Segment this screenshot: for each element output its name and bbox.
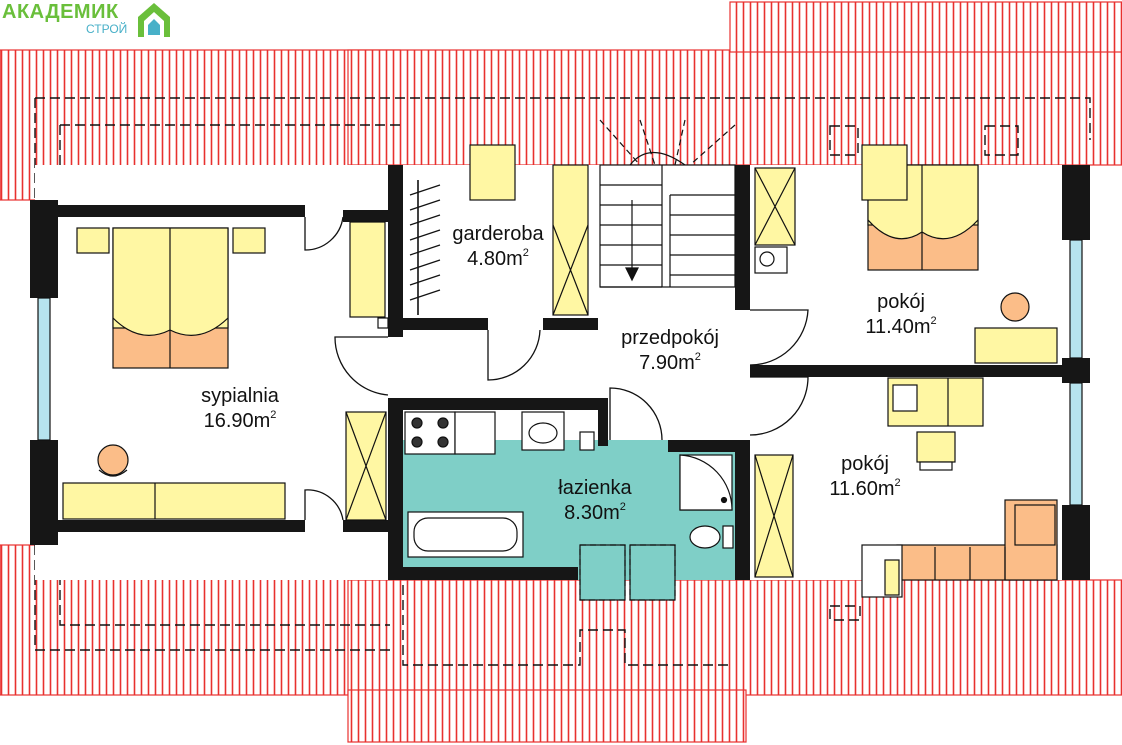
room-label-lazienka: łazienka 8.30m2 xyxy=(520,476,670,526)
room-area: 11.60m2 xyxy=(829,477,901,501)
room-label-pokoj-2: pokój 11.60m2 xyxy=(790,452,940,502)
room-area: 4.80m2 xyxy=(467,247,529,271)
brand-name: АКАДЕМИК xyxy=(2,1,119,23)
room-name: pokój xyxy=(877,291,925,313)
room-name: garderoba xyxy=(452,223,544,245)
house-logo-icon xyxy=(138,3,170,37)
room-name: przedpokój xyxy=(621,327,719,349)
walls xyxy=(30,165,1090,580)
doors xyxy=(304,216,809,521)
room-area: 16.90m2 xyxy=(203,409,277,433)
roof-bottom-right xyxy=(347,579,1122,743)
room-name: łazienka xyxy=(558,477,632,499)
room-label-pokoj-1: pokój 11.40m2 xyxy=(826,290,976,340)
roof-top-right xyxy=(347,1,1122,166)
room-name: pokój xyxy=(841,453,889,475)
windows xyxy=(37,239,1083,506)
room-area: 7.90m2 xyxy=(639,351,701,375)
room-label-sypialnia: sypialnia 16.90m2 xyxy=(160,384,320,434)
brand-sub: СТРОЙ xyxy=(86,22,128,36)
room-area: 11.40m2 xyxy=(865,315,937,339)
room-area: 8.30m2 xyxy=(564,501,626,525)
room-label-garderoba: garderoba 4.80m2 xyxy=(428,222,568,272)
room-name: sypialnia xyxy=(201,385,279,407)
room-label-przedpokoj: przedpokój 7.90m2 xyxy=(590,326,750,376)
furniture xyxy=(62,119,1058,601)
